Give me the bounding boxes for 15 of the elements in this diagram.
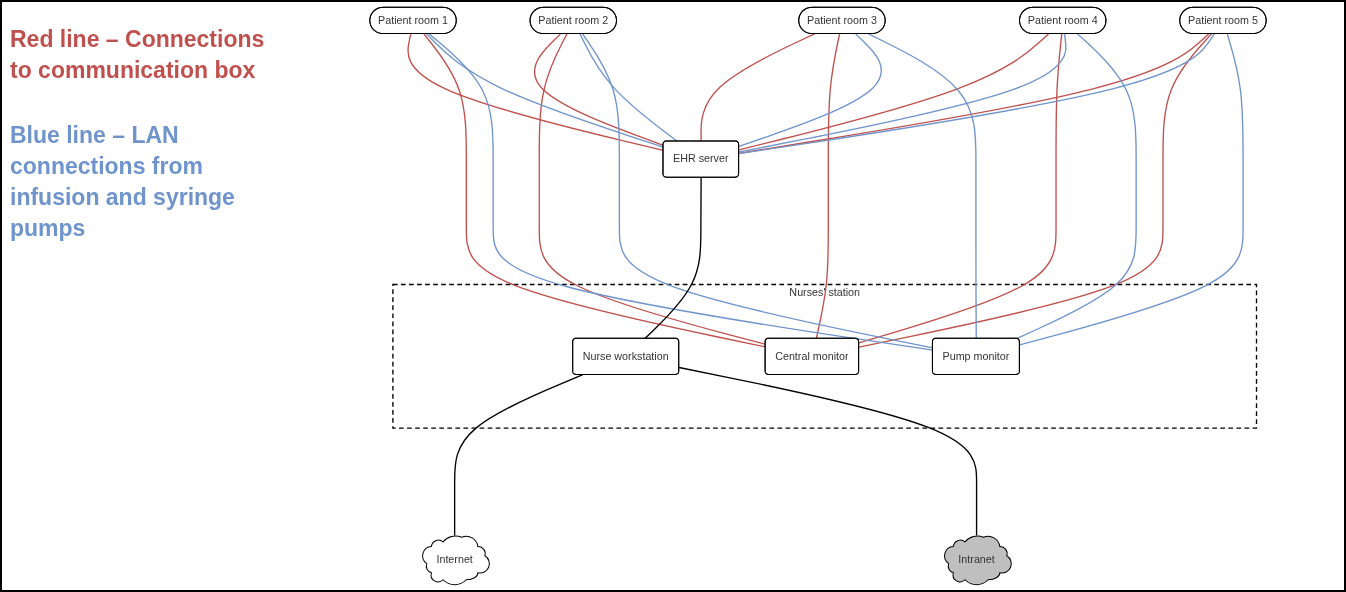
connector	[579, 33, 678, 142]
connector	[858, 33, 1063, 344]
connector	[678, 366, 978, 537]
connector	[1019, 33, 1244, 346]
connector	[644, 176, 702, 340]
connector	[815, 33, 841, 340]
connector	[867, 33, 977, 340]
connector	[453, 374, 584, 537]
connector	[700, 33, 816, 142]
legend-text: Red line – Connections to communication box	[10, 25, 266, 85]
legend-text: Blue line – LAN connections from infusion and syringe pumps	[10, 121, 236, 243]
connector	[1016, 33, 1137, 340]
connector	[738, 33, 882, 148]
connector	[533, 33, 664, 147]
connector	[858, 33, 1213, 348]
